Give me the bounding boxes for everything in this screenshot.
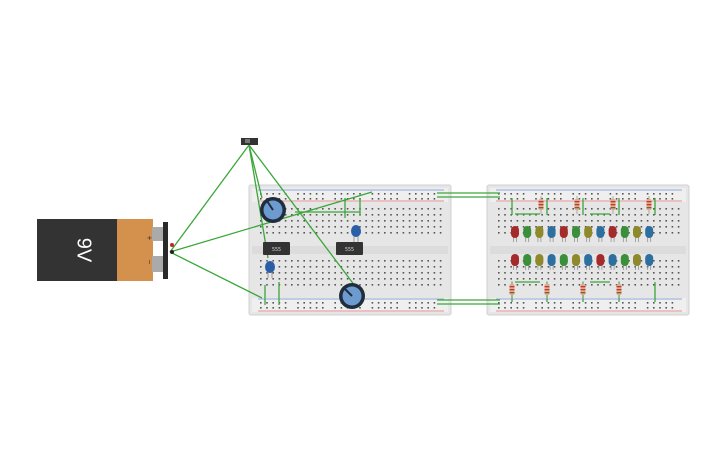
- led[interactable]: [596, 254, 605, 270]
- ic-555-left[interactable]: 555: [263, 242, 290, 255]
- battery-minus-label: −: [145, 260, 154, 265]
- capacitor-1[interactable]: [265, 261, 275, 278]
- led[interactable]: [523, 254, 532, 270]
- capacitor-2[interactable]: [351, 225, 361, 242]
- led[interactable]: [584, 254, 593, 270]
- resistor[interactable]: [574, 196, 580, 214]
- led[interactable]: [608, 254, 617, 270]
- resistor[interactable]: [538, 196, 544, 214]
- led[interactable]: [645, 226, 654, 242]
- led[interactable]: [584, 226, 593, 242]
- led-row-bottom[interactable]: [511, 254, 654, 270]
- resistors[interactable]: [509, 196, 652, 299]
- potentiometer-2[interactable]: [339, 283, 365, 309]
- led[interactable]: [572, 226, 580, 242]
- led-row-top[interactable]: [511, 226, 654, 242]
- resistor[interactable]: [580, 281, 586, 299]
- resistor[interactable]: [509, 281, 515, 299]
- battery-label: 9V: [73, 238, 95, 263]
- potentiometer-1[interactable]: [260, 197, 286, 223]
- battery-9v[interactable]: 9V + −: [37, 219, 174, 281]
- resistor[interactable]: [646, 196, 652, 214]
- ic-555-right[interactable]: 555: [336, 242, 363, 255]
- slide-switch[interactable]: [241, 138, 258, 145]
- resistor[interactable]: [544, 281, 550, 299]
- led[interactable]: [511, 254, 519, 270]
- led[interactable]: [511, 226, 519, 242]
- led[interactable]: [572, 254, 580, 270]
- led[interactable]: [547, 226, 556, 242]
- led[interactable]: [596, 226, 605, 242]
- led[interactable]: [523, 226, 532, 242]
- led[interactable]: [535, 226, 544, 242]
- ic-555-left-label: 555: [272, 247, 281, 253]
- led[interactable]: [620, 226, 629, 242]
- resistor[interactable]: [616, 281, 622, 299]
- led[interactable]: [633, 254, 641, 270]
- breadboard-right[interactable]: [486, 184, 690, 316]
- led[interactable]: [645, 254, 654, 270]
- battery-plus-label: +: [145, 236, 154, 241]
- led[interactable]: [547, 254, 556, 270]
- led[interactable]: [535, 254, 544, 270]
- led[interactable]: [559, 226, 568, 242]
- led[interactable]: [620, 254, 629, 270]
- resistor[interactable]: [610, 196, 616, 214]
- led[interactable]: [608, 226, 617, 242]
- ic-555-right-label: 555: [345, 247, 354, 253]
- led[interactable]: [559, 254, 568, 270]
- led[interactable]: [633, 226, 641, 242]
